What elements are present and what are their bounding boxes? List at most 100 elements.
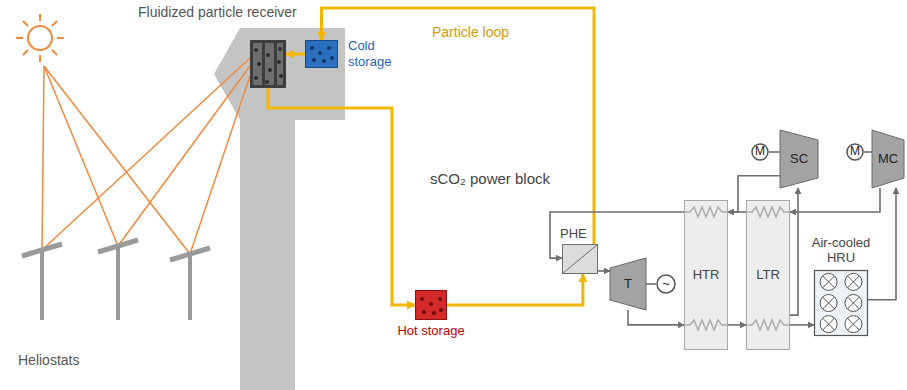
particle-dot [310,46,314,50]
fan-blade [823,276,835,288]
motor-label: M [755,145,765,159]
sun-disc [28,26,52,50]
hot-storage-tank-shape [415,290,447,320]
cooler-unit: Air-cooled HRU [814,270,868,336]
fan-blade [847,318,859,330]
particle-dot [312,58,316,62]
co2-flow-line [790,324,814,326]
particle-dot [278,47,282,51]
cooler-unit-shape [814,270,868,336]
section-label: Particle loop [432,24,509,41]
co2-flow-line [868,188,896,300]
exchanger-body [563,245,598,274]
sun-ray [52,21,57,26]
sun [16,14,64,62]
component-label: PHE [560,226,587,242]
receiver-tube [283,40,286,88]
solar-tower [214,28,345,390]
co2-flow-line [728,324,746,326]
sun-ray [52,50,57,55]
component-label: HTR [693,268,720,283]
particle-flow-line [268,88,415,305]
particle-dot [439,308,443,312]
heliostat-pole [40,252,44,320]
incoming-ray [44,66,190,254]
heat-exchanger-box-shape [562,244,598,274]
compressor-symbol: SC [780,130,818,188]
heliostat-field [22,240,210,320]
motor-label: M [850,145,860,159]
receiver-tube [262,40,265,88]
fan-blade [847,318,859,330]
generator-symbol: ~ [656,274,676,294]
component-label: Air-cooled HRU [801,235,881,266]
heliostat-pole [116,248,120,320]
co2-flow-line [864,151,872,153]
exchanger-plate [562,244,598,274]
sun-ray [39,55,41,62]
particle-dot [420,297,424,301]
fan-ring [845,316,862,333]
particle-dot [432,311,436,315]
sun-ray [16,37,23,39]
sun-ray [23,21,28,26]
motor-symbol: M [846,143,864,161]
co2-flow-line [790,188,880,212]
incoming-ray [44,66,118,246]
fan-ring [820,295,837,312]
compressor-body [872,130,904,188]
circle-outline [752,144,768,160]
component-label: LTR [756,268,780,283]
circle-outline [657,275,675,293]
particle-dot [268,68,272,72]
receiver-label: Fluidized particle receiver [138,4,297,21]
receiver-header [250,85,286,88]
particle-dot [254,48,258,52]
reflected-ray [190,76,250,254]
hot-storage-tank: Hot storage [415,290,447,320]
particle-dot [322,59,326,63]
fan-blade [847,276,859,288]
compressor-symbol: MC [872,130,904,188]
particle-dot [318,51,322,55]
fan-ring [845,295,862,312]
fan-blade [823,297,835,309]
particle-dot [429,302,433,306]
fan-blade [847,276,859,288]
co2-flow-line [646,283,656,285]
cold-storage-tank: Cold storage [305,40,338,68]
recuperator-box: LTR [746,200,790,350]
tank-body [306,41,338,68]
turbine-symbol: T [610,258,646,310]
section-label: sCO₂ power block [430,170,550,188]
component-label: SC [790,152,808,167]
particle-dot [422,310,426,314]
receiver-body [250,40,286,88]
particle-flow-line [322,8,595,244]
receiver-header [250,40,286,43]
recuperator-box: HTR [684,200,728,350]
circle-outline [847,144,863,160]
generator-sign: ~ [662,277,670,292]
particle-flow-line [447,274,583,305]
particle-receiver: Fluidized particle receiver [250,40,286,88]
fan-ring [845,273,862,290]
particle-dot [254,76,258,80]
particle-receiver-shape [250,40,286,88]
particle-dot [265,80,269,84]
heat-exchanger-box: PHE [562,244,598,274]
particle-dot [257,62,261,66]
particle-dot [438,297,442,301]
fan-blade [823,276,835,288]
co2-flow-line [628,310,684,325]
compressor-body [780,130,818,188]
fan-blade [823,318,835,330]
fan-blade [823,297,835,309]
receiver-tube [274,40,277,88]
reflected-ray [118,66,250,246]
co2-flow-line [769,151,780,153]
sun-ray [57,37,64,39]
fan-blade [847,297,859,309]
particle-dot [277,60,281,64]
